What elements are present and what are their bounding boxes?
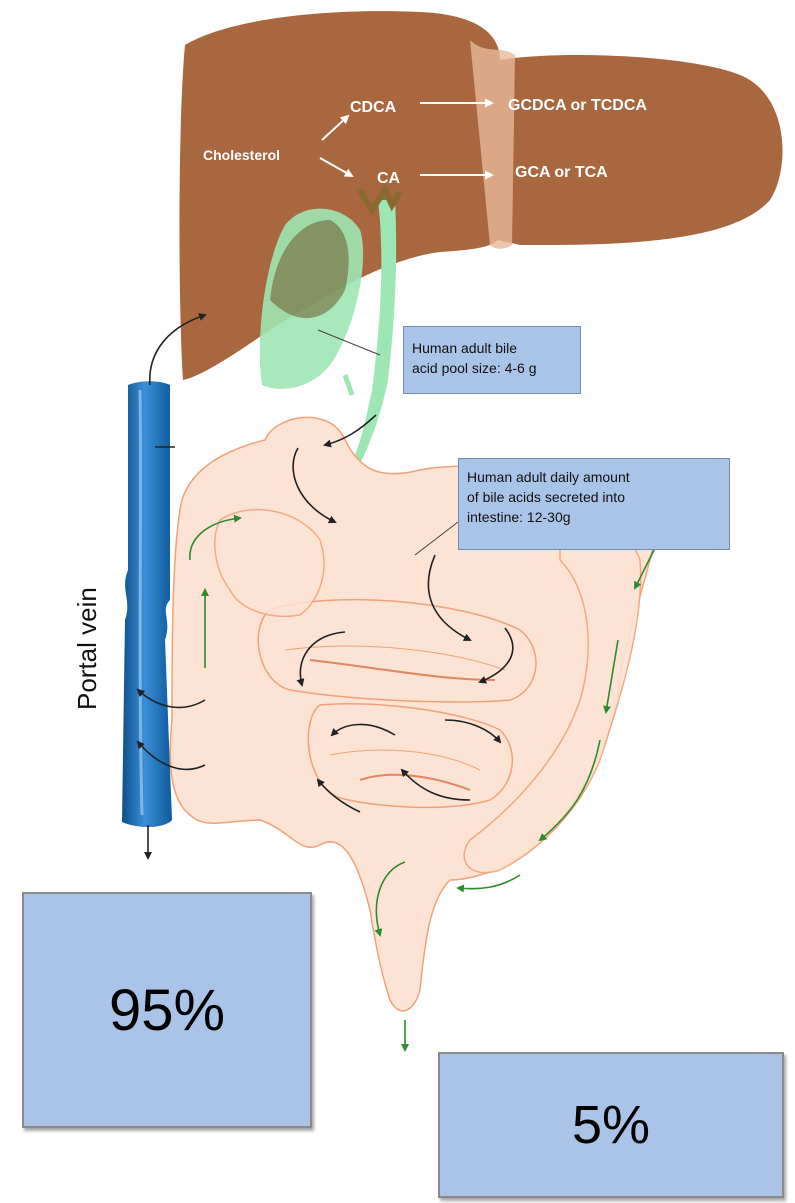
daily-secretion-callout: Human adult daily amount of bile acids s…: [458, 458, 730, 550]
secreted-line-3: intestine: 12-30g: [467, 507, 721, 527]
reabsorbed-percent: 95%: [109, 977, 225, 1044]
portal-vein-label: Portal vein: [72, 550, 112, 710]
ca-label: CA: [377, 170, 401, 187]
bile-acid-pool-size-callout: Human adult bile acid pool size: 4-6 g: [403, 326, 581, 394]
gca-tca-label: GCA or TCA: [515, 164, 608, 181]
excreted-percent: 5%: [572, 1094, 650, 1156]
liver-right-lobe: [498, 55, 782, 245]
reabsorbed-percent-box: 95%: [22, 892, 312, 1128]
excreted-percent-box: 5%: [438, 1052, 784, 1198]
secreted-line-2: of bile acids secreted into: [467, 487, 721, 507]
gcdca-tcdca-label: GCDCA or TCDCA: [508, 97, 647, 114]
cdca-label: CDCA: [350, 99, 397, 116]
pool-size-line-1: Human adult bile: [412, 338, 572, 358]
pool-size-line-2: acid pool size: 4-6 g: [412, 358, 572, 378]
portal-vein: [122, 381, 172, 827]
secreted-line-1: Human adult daily amount: [467, 467, 721, 487]
cholesterol-label: Cholesterol: [203, 147, 280, 163]
